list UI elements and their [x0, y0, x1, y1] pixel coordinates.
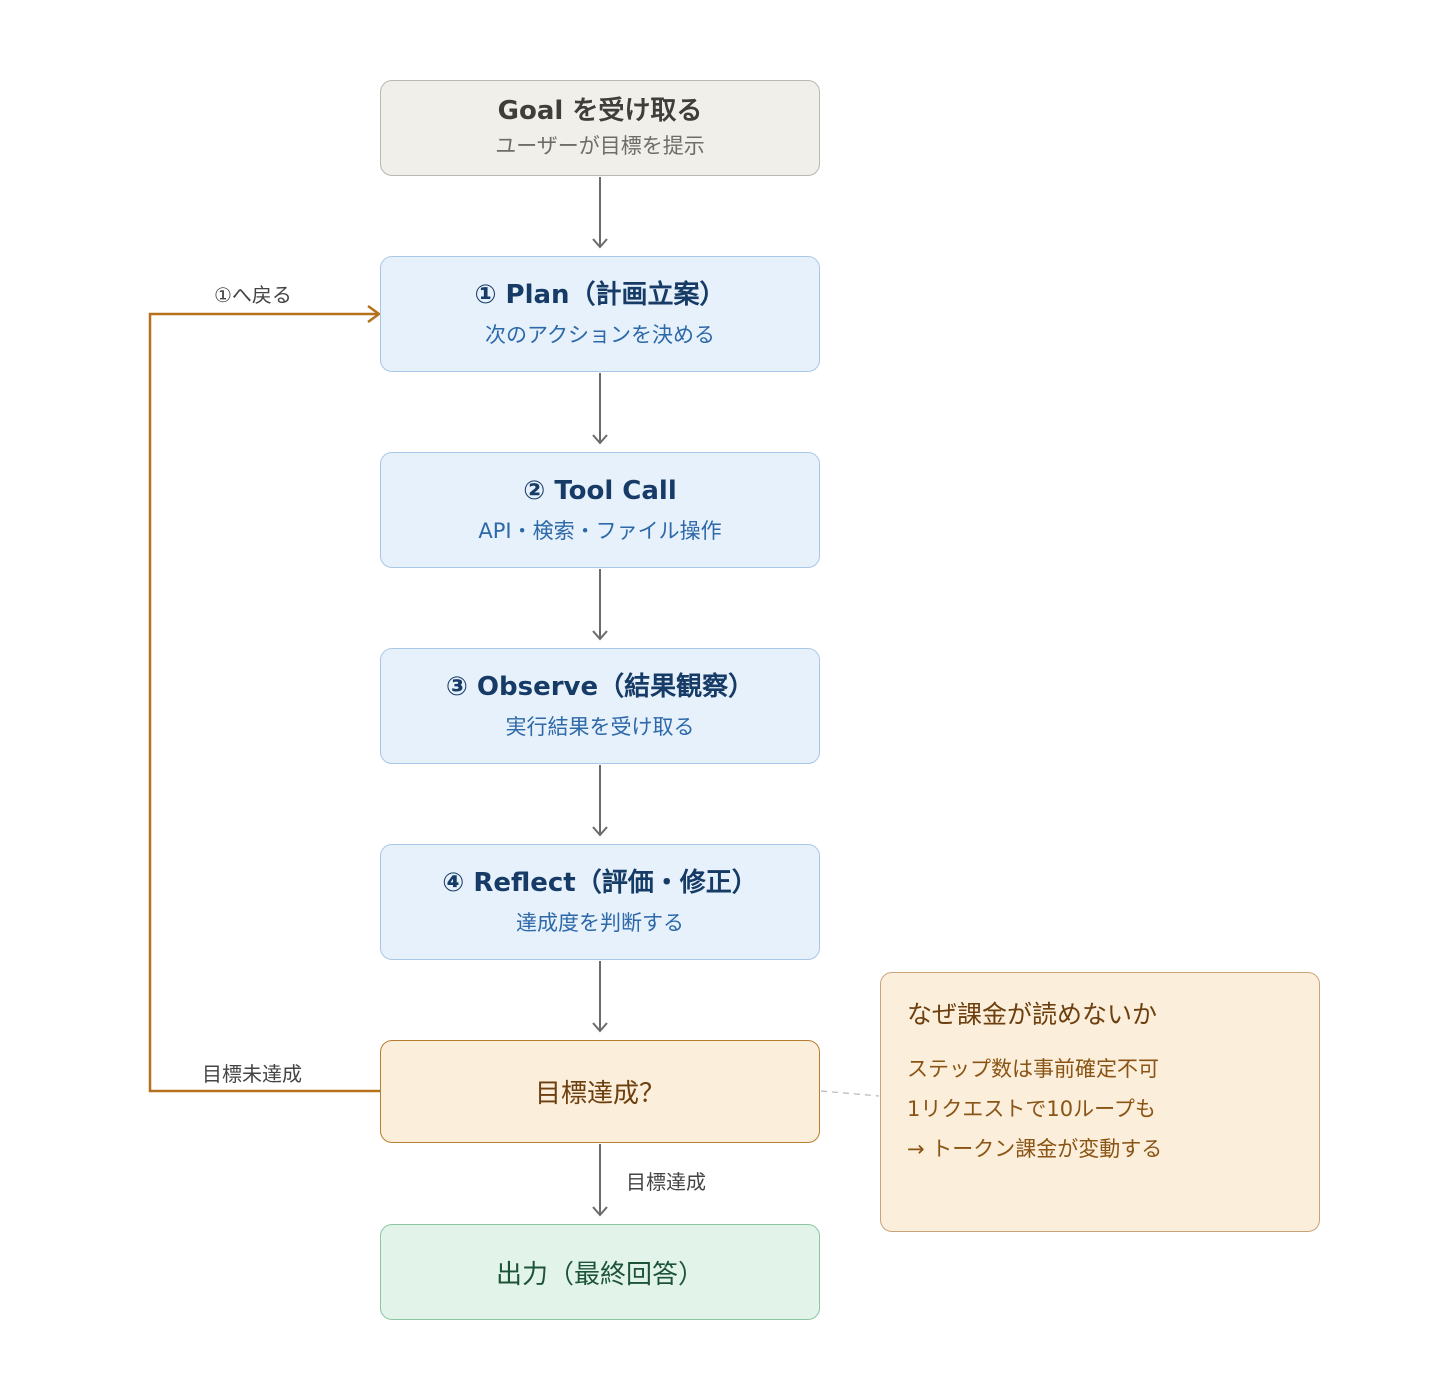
goal-met-decision-box: 目標達成？ [380, 1040, 820, 1143]
reflect-step-subtitle: 達成度を判断する [516, 911, 684, 935]
back-to-plan-label: ①へ戻る [214, 283, 292, 307]
note-title: なぜ課金が読めないか [907, 1000, 1158, 1029]
note-lines: ステップ数は事前確定不可 1リクエストで10ループも → トークン課金が変動する [907, 1049, 1162, 1169]
tool-call-step-subtitle: API・検索・ファイル操作 [478, 519, 722, 543]
observe-step-title: ③ Observe（結果観察） [445, 672, 755, 702]
goal-not-met-label: 目標未達成 [202, 1062, 302, 1086]
flow-arrow-reflect-to-decision [592, 961, 608, 1033]
observe-step-subtitle: 実行結果を受け取る [505, 715, 695, 739]
plan-step-box: ① Plan（計画立案） 次のアクションを決める [380, 256, 820, 372]
billing-note-box: なぜ課金が読めないか ステップ数は事前確定不可 1リクエストで10ループも → … [880, 972, 1320, 1232]
flow-arrow-plan-to-tool [592, 373, 608, 445]
plan-step-title: ① Plan（計画立案） [474, 280, 726, 310]
flow-arrow-decision-to-output [592, 1144, 608, 1217]
observe-step-box: ③ Observe（結果観察） 実行結果を受け取る [380, 648, 820, 764]
plan-step-subtitle: 次のアクションを決める [485, 323, 715, 347]
reflect-step-box: ④ Reflect（評価・修正） 達成度を判断する [380, 844, 820, 960]
goal-subtitle: ユーザーが目標を提示 [495, 134, 705, 158]
goal-box: Goal を受け取る ユーザーが目標を提示 [380, 80, 820, 176]
note-line: → トークン課金が変動する [907, 1137, 1163, 1161]
tool-call-step-box: ② Tool Call API・検索・ファイル操作 [380, 452, 820, 568]
flow-arrow-observe-to-reflect [592, 765, 608, 837]
goal-met-label: 目標達成 [626, 1170, 706, 1194]
note-connector [820, 1090, 880, 1097]
tool-call-step-title: ② Tool Call [523, 476, 677, 506]
note-line: ステップ数は事前確定不可 [907, 1057, 1159, 1081]
flow-arrow-goal-to-plan [592, 177, 608, 249]
goal-title: Goal を受け取る [497, 96, 703, 126]
note-line: 1リクエストで10ループも [907, 1097, 1156, 1121]
loop-back-arrow [148, 304, 382, 1093]
output-label: 出力（最終回答） [495, 1259, 704, 1290]
reflect-step-title: ④ Reflect（評価・修正） [442, 868, 758, 898]
flow-arrow-tool-to-observe [592, 569, 608, 641]
decision-label: 目標達成？ [534, 1079, 665, 1109]
output-box: 出力（最終回答） [380, 1224, 820, 1320]
